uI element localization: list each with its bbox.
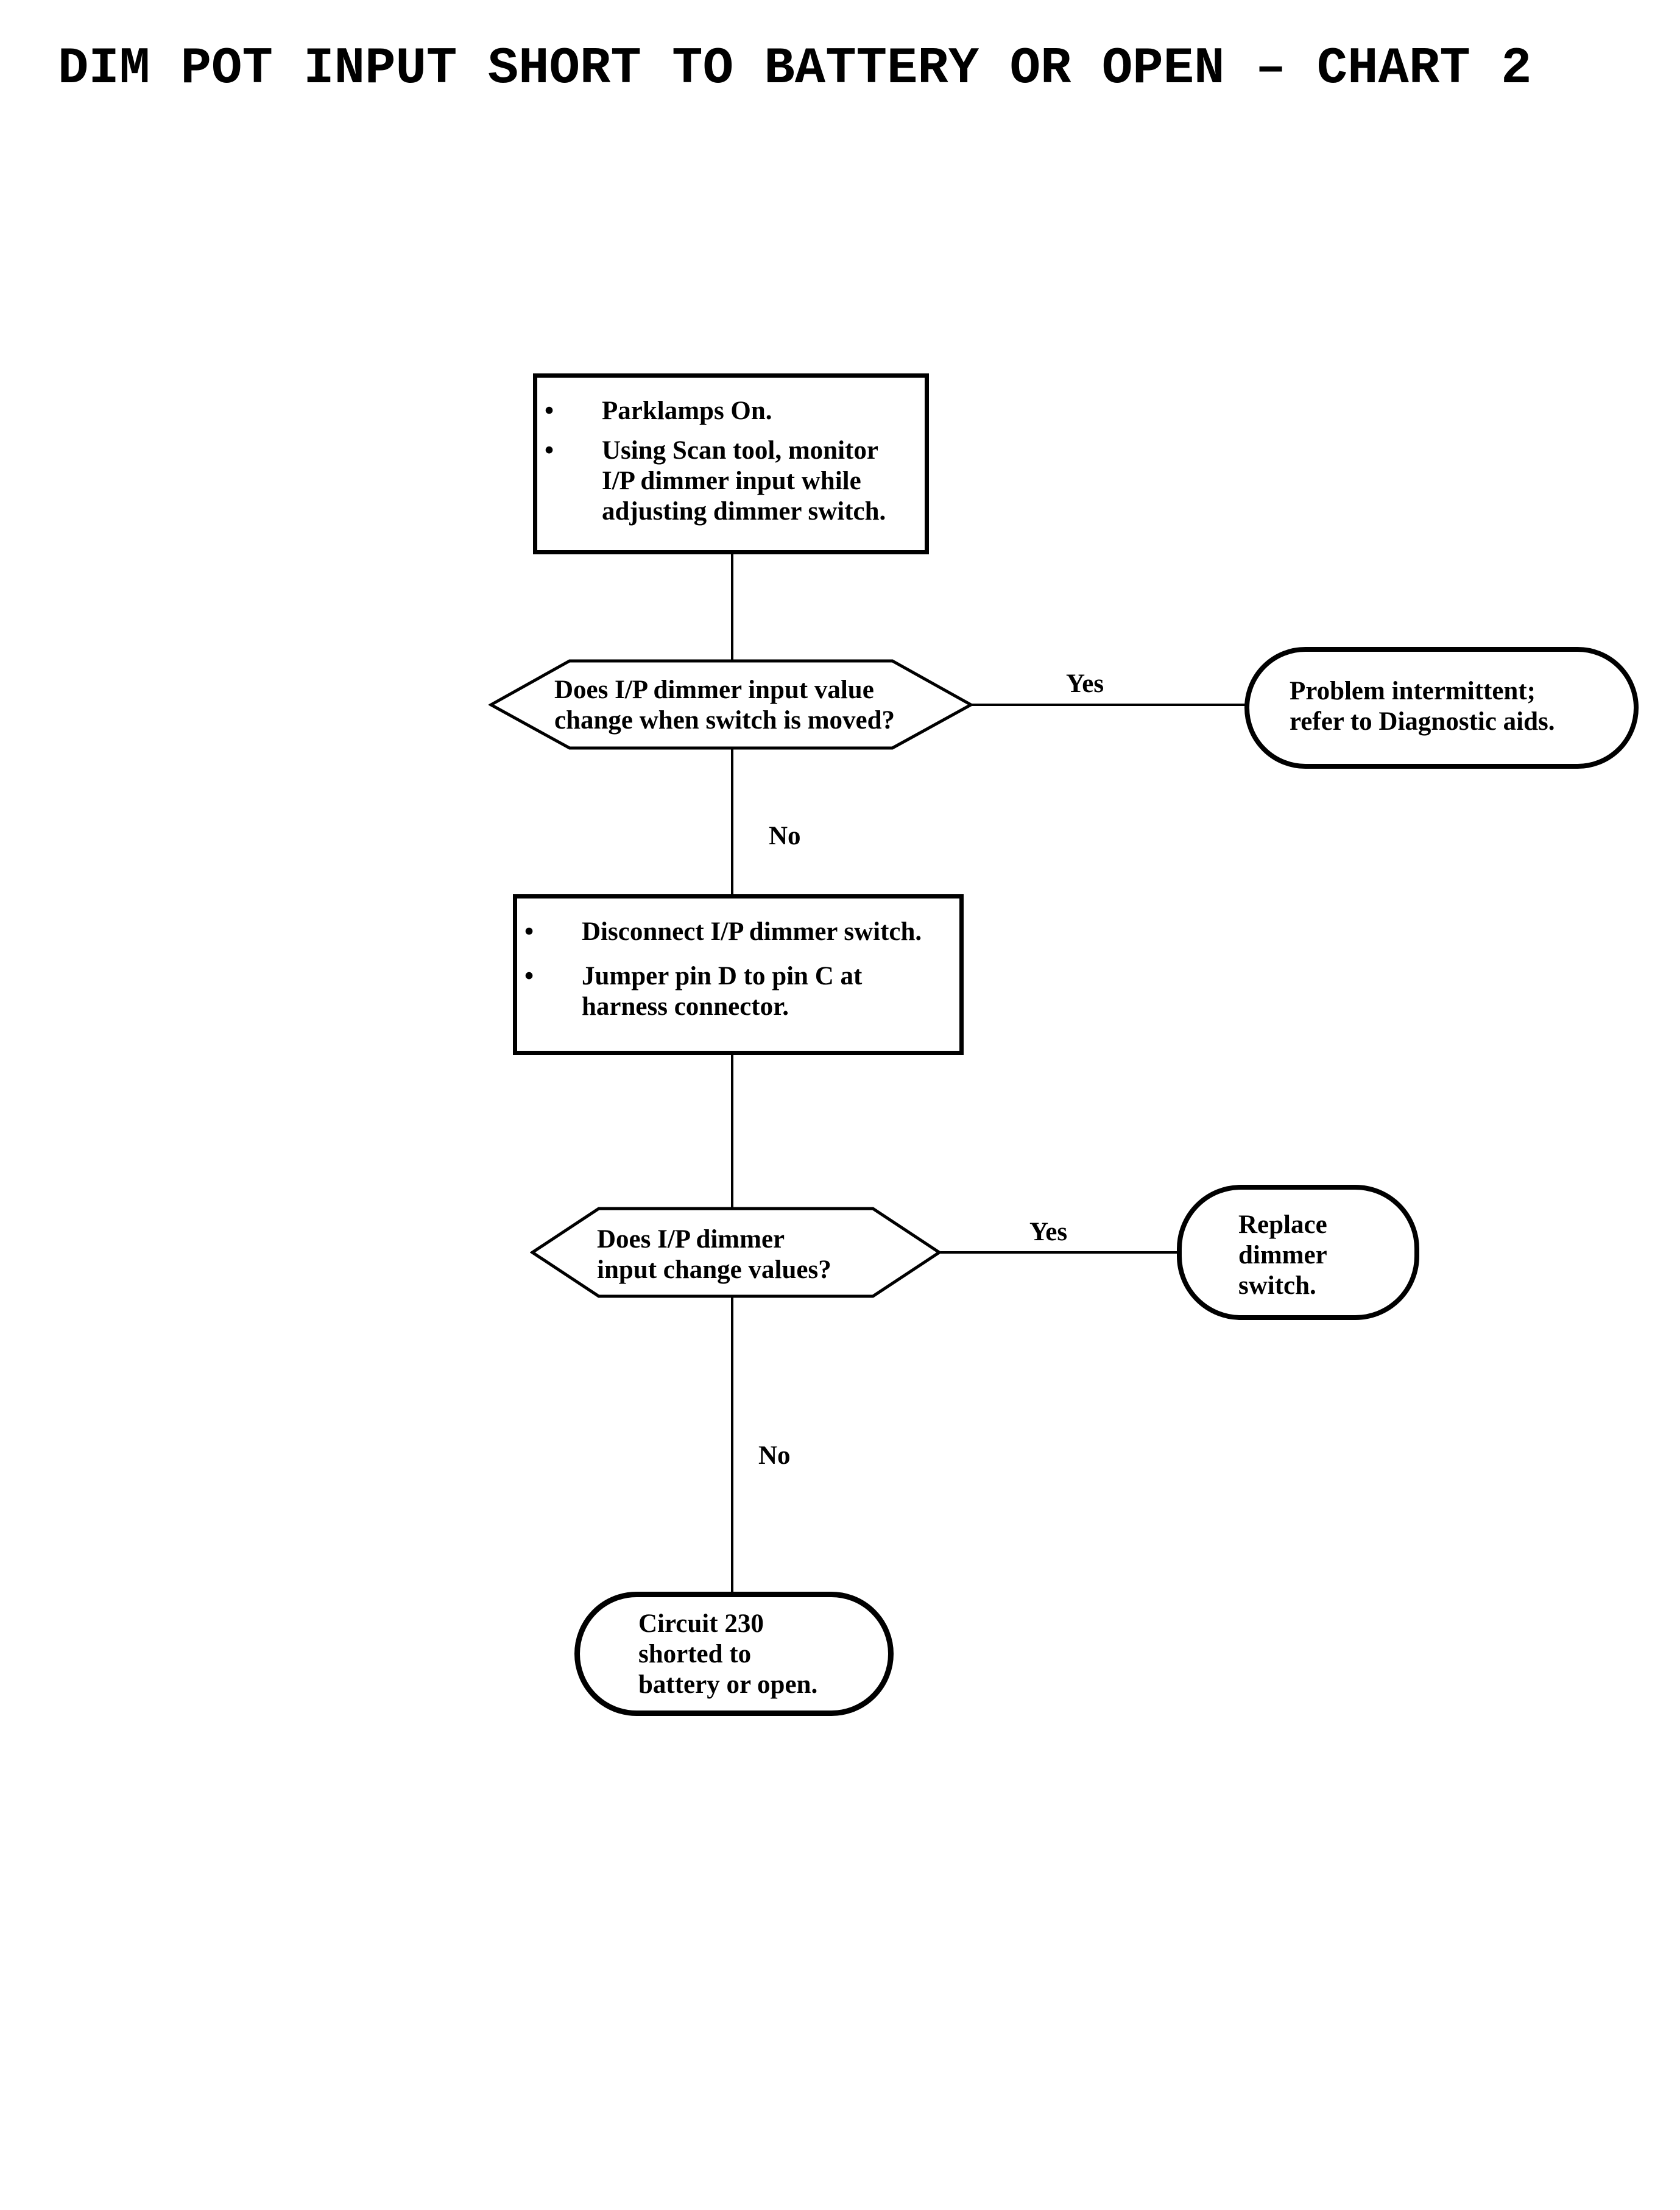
process-box-initial-setup: • Parklamps On. • Using Scan tool, monit…: [533, 373, 929, 554]
terminator-text-line: battery or open.: [638, 1670, 818, 1699]
bullet-line: Using Scan tool, monitor: [602, 436, 878, 465]
edge-label-q2-no: No: [758, 1441, 791, 1470]
terminator-text-line: dimmer: [1238, 1241, 1327, 1269]
connector-step1-to-q1: [731, 553, 733, 660]
edge-label-q2-yes: Yes: [1029, 1218, 1068, 1246]
process-box-jumper-test: • Disconnect I/P dimmer switch. • Jumper…: [513, 894, 964, 1055]
terminator-text-line: Replace: [1238, 1210, 1327, 1239]
decision-text-line: Does I/P dimmer: [597, 1225, 785, 1254]
decision-box-q1: Does I/P dimmer input value change when …: [489, 658, 973, 750]
decision-text-line: input change values?: [597, 1255, 831, 1284]
connector-step2-to-q2: [731, 1054, 733, 1209]
edge-label-q1-no: No: [769, 822, 801, 850]
page-title: DIM POT INPUT SHORT TO BATTERY OR OPEN –…: [58, 40, 1532, 98]
terminator-text-line: refer to Diagnostic aids.: [1290, 707, 1555, 736]
connector-q2-no-to-r3: [731, 1296, 733, 1594]
bullet-item: • Jumper pin D to pin C at harness conne…: [517, 961, 959, 1022]
bullet-item: • Using Scan tool, monitor I/P dimmer in…: [537, 436, 925, 527]
bullet-icon: •: [545, 397, 554, 425]
bullet-line: Parklamps On.: [602, 397, 772, 425]
terminator-circuit-230: Circuit 230 shorted to battery or open.: [574, 1592, 894, 1716]
hexagon-shape: [489, 659, 973, 750]
terminator-text-line: switch.: [1238, 1271, 1316, 1300]
bullet-item: • Parklamps On.: [537, 396, 925, 426]
terminator-text-line: Circuit 230: [638, 1609, 764, 1638]
terminator-replace-dimmer-switch: Replace dimmer switch.: [1177, 1185, 1419, 1320]
bullet-icon: •: [524, 962, 534, 990]
bullet-line: Disconnect I/P dimmer switch.: [582, 917, 922, 946]
decision-text-line: Does I/P dimmer input value: [554, 676, 874, 704]
edge-label-q1-yes: Yes: [1066, 669, 1104, 698]
terminator-text-line: shorted to: [638, 1640, 752, 1668]
connector-q2-yes-to-r2: [941, 1251, 1178, 1254]
terminator-text-line: Problem intermittent;: [1290, 677, 1536, 705]
connector-q1-no-to-step2: [731, 748, 733, 895]
terminator-problem-intermittent: Problem intermittent; refer to Diagnosti…: [1244, 647, 1639, 769]
bullet-line: harness connector.: [582, 992, 789, 1021]
bullet-icon: •: [545, 436, 554, 465]
bullet-icon: •: [524, 917, 534, 946]
decision-text-line: change when switch is moved?: [554, 706, 895, 735]
decision-box-q2: Does I/P dimmer input change values?: [530, 1206, 942, 1299]
bullet-item: • Disconnect I/P dimmer switch.: [517, 917, 959, 947]
bullet-line: I/P dimmer input while: [602, 467, 861, 495]
hexagon-shape: [530, 1207, 942, 1298]
bullet-line: adjusting dimmer switch.: [602, 497, 886, 526]
connector-q1-yes-to-r1: [972, 704, 1246, 706]
bullet-line: Jumper pin D to pin C at: [582, 962, 863, 990]
